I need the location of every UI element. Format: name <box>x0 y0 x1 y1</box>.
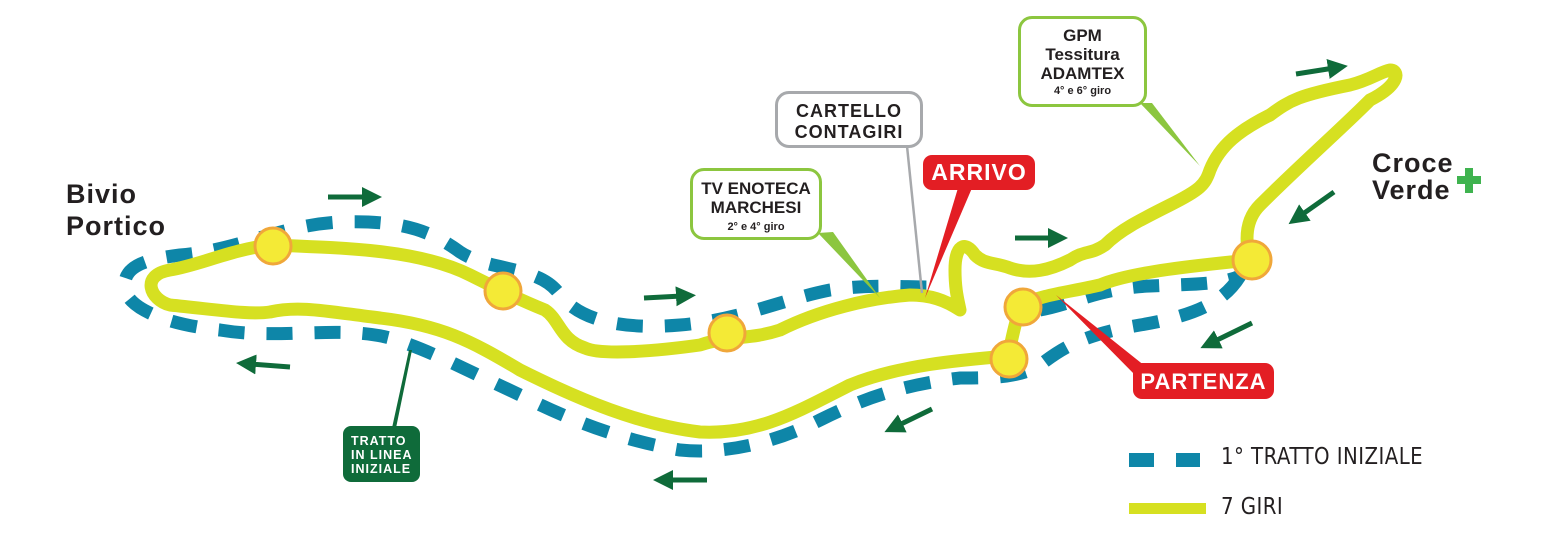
callout-subtitle: 2° e 4° giro <box>727 221 785 233</box>
legend-label-laps: 7 GIRI <box>1221 494 1284 520</box>
direction-arrow-icon <box>1200 320 1254 349</box>
callout-subtitle: 4° e 6° giro <box>1053 85 1112 97</box>
tag-line: INIZIALE <box>351 462 412 476</box>
tag-line: IN LINEA <box>351 448 413 462</box>
partenza-pointer <box>1056 295 1150 378</box>
tag-line: TRATTO <box>351 434 407 448</box>
place-bivio-portico: Bivio Portico <box>66 181 166 240</box>
callout-title-line: CONTAGIRI <box>794 122 904 142</box>
checkpoint-marker <box>483 271 523 311</box>
tratto-in-linea-tag: TRATTO IN LINEA INIZIALE <box>343 426 421 482</box>
legend-dashed-swatch-1 <box>1129 453 1154 467</box>
legend-dashed-swatch-2 <box>1176 453 1200 467</box>
initial-route-dashed <box>118 215 1246 458</box>
place-line: Portico <box>66 211 167 241</box>
callout-tv-enoteca: TV ENOTECA MARCHESI 2° e 4° giro <box>690 168 822 240</box>
callout-title-line: TV ENOTECA <box>701 179 811 198</box>
checkpoint-marker <box>707 313 747 353</box>
callout-title-line: Tessitura <box>1045 45 1120 64</box>
tv-enoteca-pointer <box>818 232 880 298</box>
place-line: Bivio <box>66 179 138 209</box>
checkpoint-marker <box>989 339 1029 379</box>
direction-arrow-icon <box>643 286 696 307</box>
place-croce-verde: Croce Verde <box>1372 150 1454 204</box>
direction-arrow-icon <box>1288 189 1336 225</box>
direction-arrow-icon <box>1295 59 1348 79</box>
arrivo-pointer <box>925 188 972 298</box>
callout-title-line: ADAMTEX <box>1040 64 1125 83</box>
checkpoint-marker <box>253 226 293 266</box>
tratto-in-linea-pointer <box>392 350 412 428</box>
legend-solid-swatch <box>1129 503 1206 514</box>
direction-arrow-icon <box>236 354 291 375</box>
partenza-tag: PARTENZA <box>1133 363 1274 399</box>
gpm-pointer <box>1140 103 1200 166</box>
checkpoint-marker <box>1003 287 1043 327</box>
legend-label-initial: 1° TRATTO INIZIALE <box>1221 444 1424 470</box>
place-line: Croce <box>1372 148 1454 178</box>
direction-arrow-icon <box>884 406 934 433</box>
first-aid-cross-icon <box>1457 168 1481 193</box>
arrivo-tag: ARRIVO <box>923 155 1035 190</box>
place-line: Verde <box>1372 175 1451 205</box>
callout-gpm-adamtex: GPM Tessitura ADAMTEX 4° e 6° giro <box>1018 16 1147 107</box>
legend-symbols <box>1129 453 1206 514</box>
cartello-pointer <box>905 145 924 294</box>
initial-route-dashed-return <box>1038 269 1243 317</box>
callout-cartello-contagiri: CARTELLO CONTAGIRI <box>775 91 923 148</box>
callout-title-line: CARTELLO <box>796 101 902 121</box>
callout-title-line: MARCHESI <box>710 198 802 217</box>
checkpoint-marker <box>1231 239 1273 281</box>
callout-title-line: GPM <box>1063 26 1102 45</box>
